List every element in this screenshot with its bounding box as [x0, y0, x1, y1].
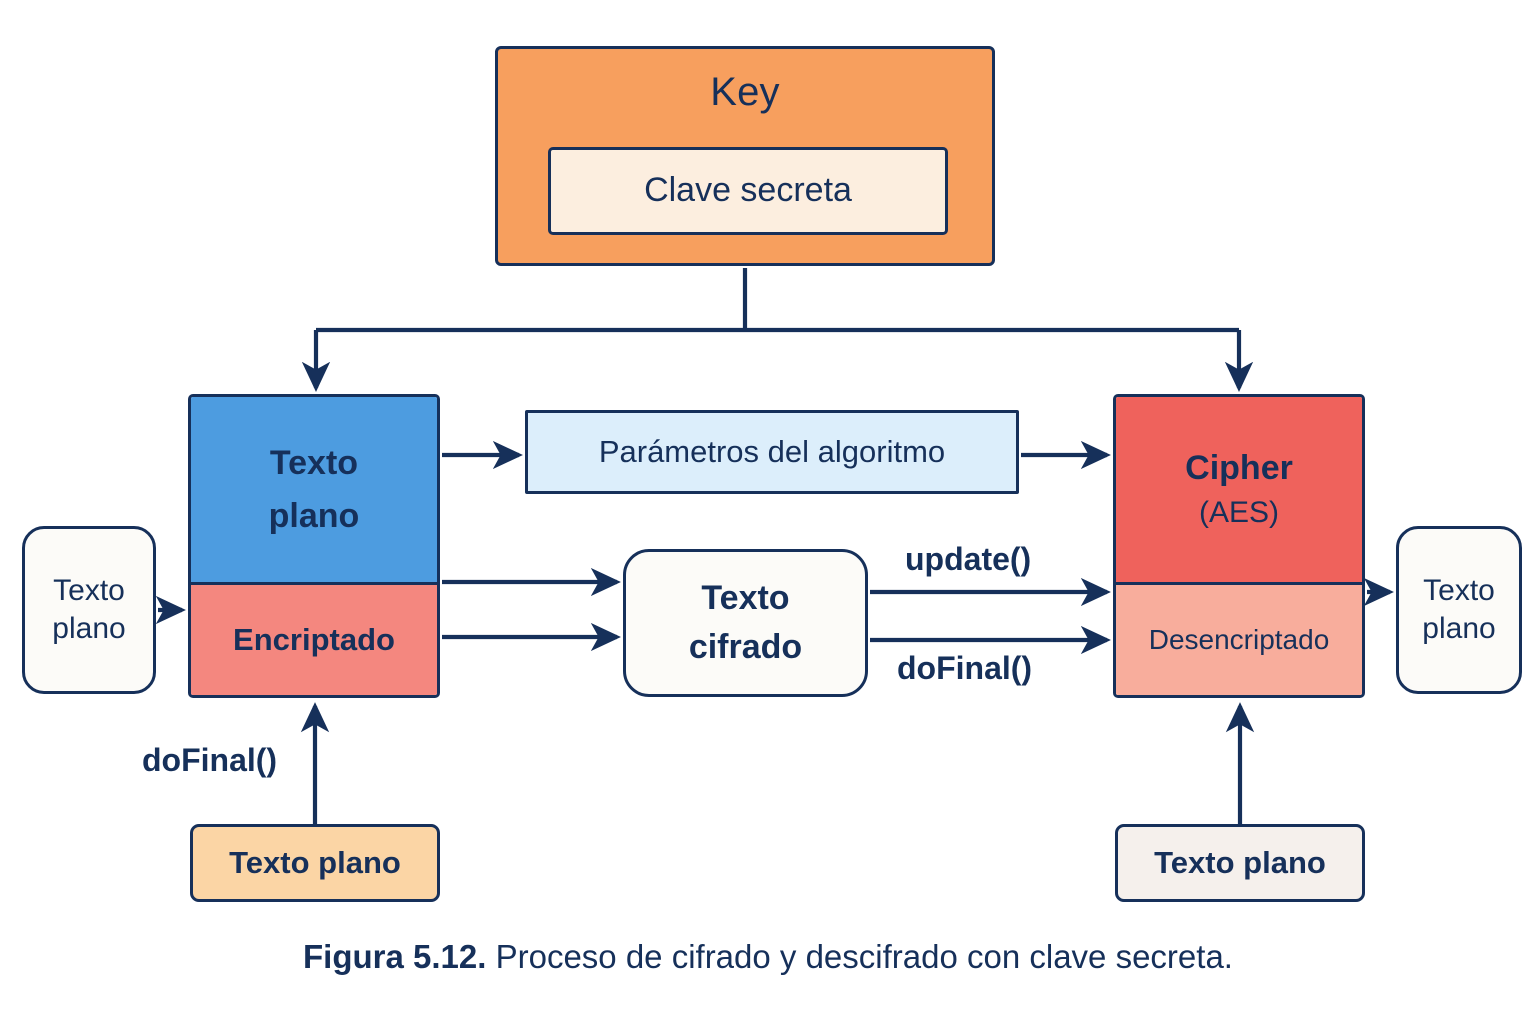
figure-caption: Figura 5.12. Proceso de cifrado y descif…: [0, 938, 1536, 976]
ciphertext-label: Texto cifrado: [626, 574, 865, 673]
edge-label-update: update(): [905, 541, 1032, 577]
cipher-cell[interactable]: Cipher (AES): [1116, 397, 1362, 585]
secret-key-label: Clave secreta: [644, 171, 852, 210]
cipher-stack[interactable]: Cipher (AES) Desencriptado: [1113, 394, 1365, 698]
cipher-subtitle: (AES): [1198, 496, 1279, 529]
encrypted-cell-label: Encriptado: [233, 622, 395, 657]
decrypted-cell-label: Desencriptado: [1148, 624, 1330, 655]
output-plaintext-line2: plano: [1422, 612, 1496, 645]
bottom-left-plaintext-box[interactable]: Texto plano: [190, 824, 440, 902]
source-plaintext-line1: Texto: [53, 573, 125, 607]
output-plaintext-label: Texto plano: [1399, 572, 1519, 649]
algorithm-parameters-box[interactable]: Parámetros del algoritmo: [525, 410, 1019, 494]
ciphertext-line2: cifrado: [688, 628, 803, 666]
algorithm-parameters-label: Parámetros del algoritmo: [598, 434, 946, 470]
figure-caption-text: Proceso de cifrado y descifrado con clav…: [486, 938, 1233, 975]
secret-key-box[interactable]: Clave secreta: [548, 147, 948, 235]
source-plaintext-line2: plano: [52, 612, 126, 645]
key-title: Key: [710, 70, 780, 114]
figure-caption-number: Figura 5.12.: [303, 938, 487, 975]
source-plaintext-box[interactable]: Texto plano: [22, 526, 156, 694]
output-plaintext-box[interactable]: Texto plano: [1396, 526, 1522, 694]
plaintext-line1: Texto: [269, 443, 359, 482]
plaintext-line2: plano: [268, 496, 360, 535]
encrypt-stack[interactable]: Texto plano Encriptado: [188, 394, 440, 698]
output-plaintext-line1: Texto: [1423, 573, 1495, 607]
decrypted-cell[interactable]: Desencriptado: [1116, 585, 1362, 695]
bottom-right-plaintext-box[interactable]: Texto plano: [1115, 824, 1365, 902]
plaintext-cell-label: Texto plano: [269, 437, 360, 542]
cipher-title: Cipher: [1185, 449, 1293, 487]
ciphertext-line1: Texto: [701, 578, 790, 617]
encrypted-cell[interactable]: Encriptado: [191, 585, 437, 695]
bottom-left-plaintext-label: Texto plano: [229, 845, 401, 881]
bottom-right-plaintext-label: Texto plano: [1154, 845, 1326, 881]
ciphertext-box[interactable]: Texto cifrado: [623, 549, 868, 697]
key-box[interactable]: Key Clave secreta: [495, 46, 995, 266]
edge-label-dofinal-right: doFinal(): [897, 650, 1033, 686]
source-plaintext-label: Texto plano: [25, 572, 153, 649]
plaintext-cell[interactable]: Texto plano: [191, 397, 437, 585]
edge-label-dofinal-left: doFinal(): [142, 742, 278, 778]
